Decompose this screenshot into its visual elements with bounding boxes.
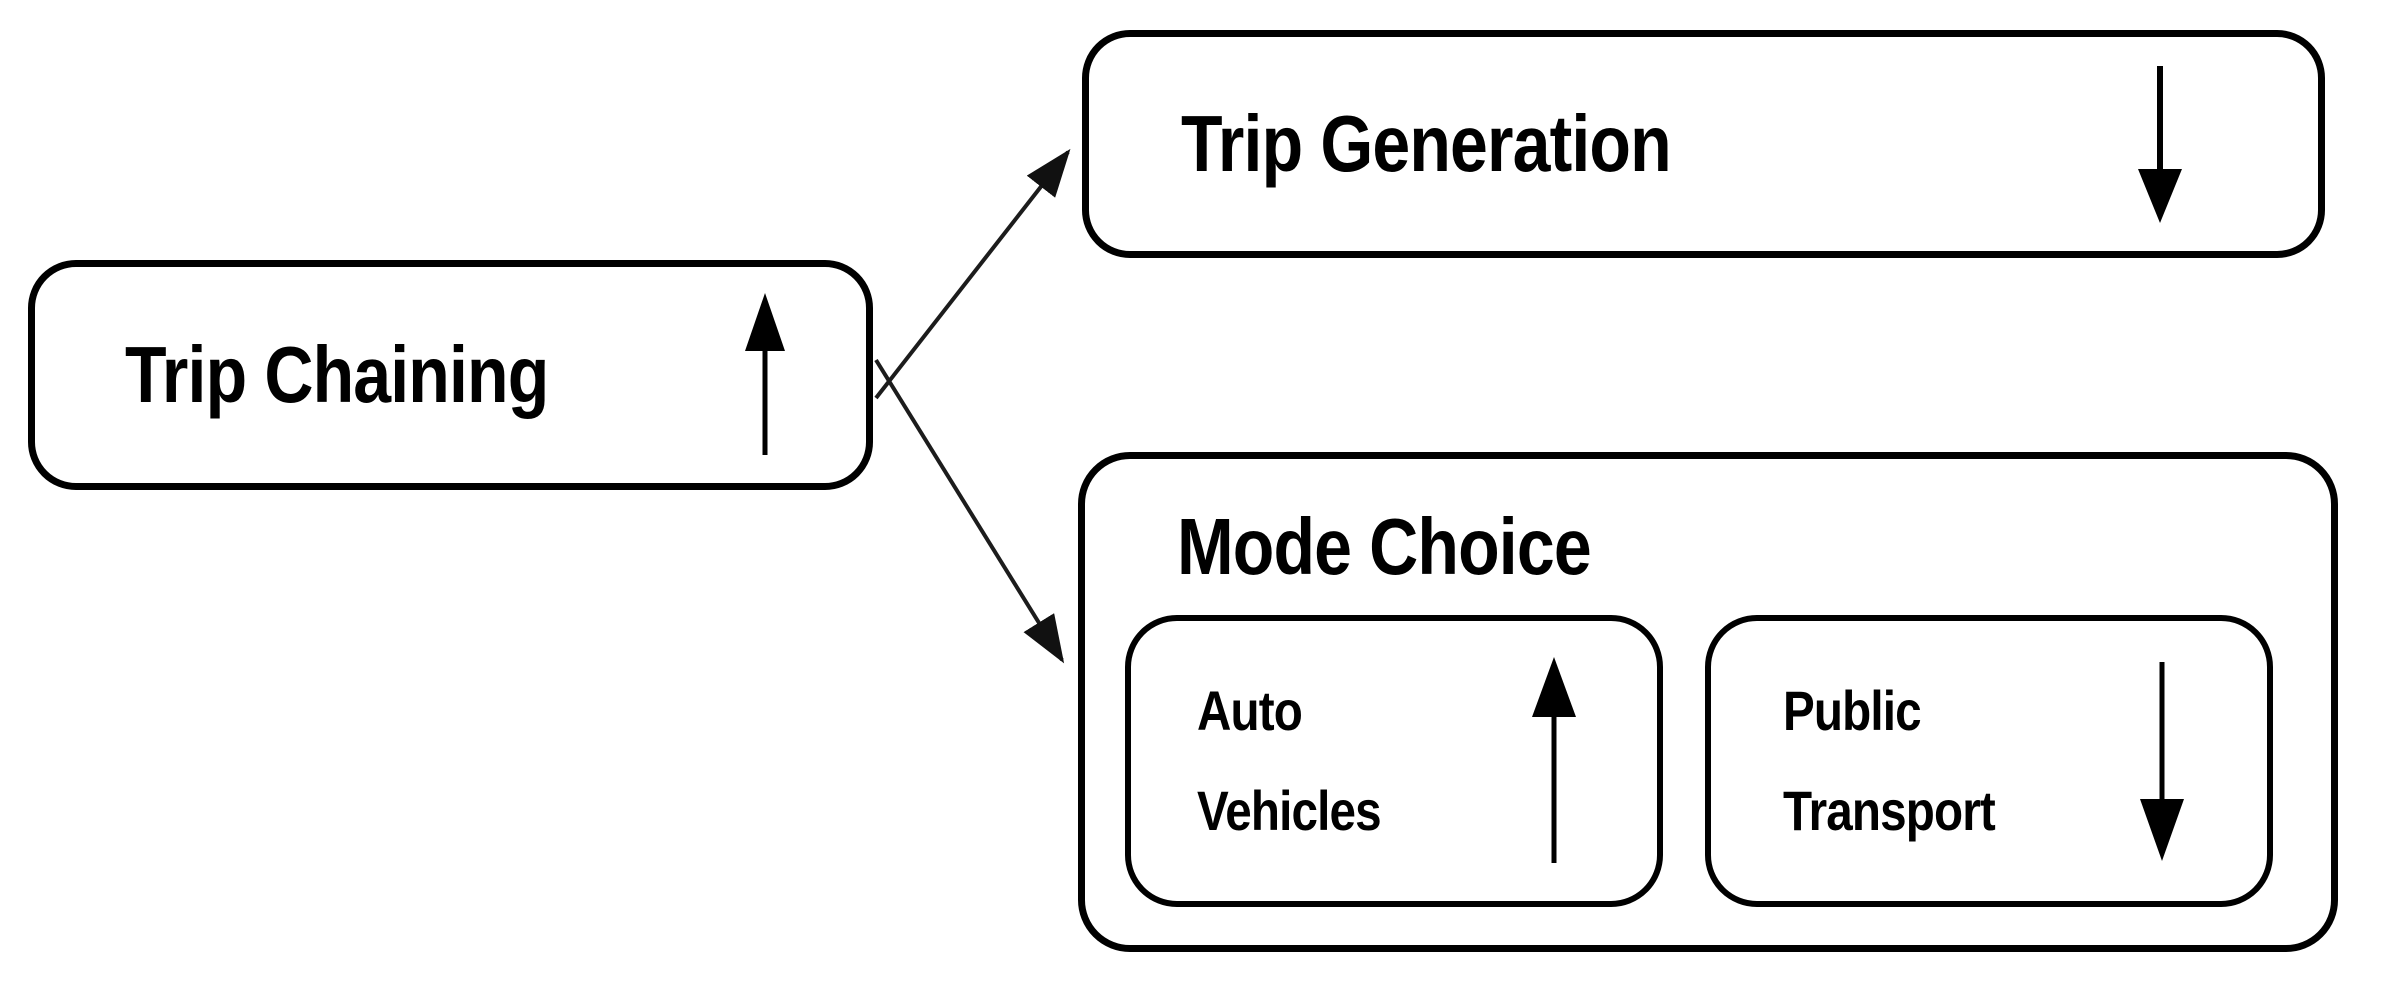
arrow-down-icon (2137, 659, 2187, 864)
node-auto-vehicles: Auto Vehicles (1125, 615, 1663, 907)
mode-choice-label: Mode Choice (1177, 502, 1592, 591)
node-public-transport: Public Transport (1705, 615, 2273, 907)
trip-chaining-label: Trip Chaining (125, 330, 549, 419)
node-mode-choice: Mode Choice Auto Vehicles Public Transpo… (1078, 452, 2338, 952)
node-trip-generation: Trip Generation (1082, 30, 2325, 258)
node-trip-chaining: Trip Chaining (28, 260, 873, 490)
arrow-up-icon (742, 291, 788, 459)
trip-generation-label: Trip Generation (1181, 99, 1672, 188)
connector-trip-chaining-to-trip-generation (874, 148, 1071, 400)
auto-vehicles-label: Auto Vehicles (1197, 679, 1382, 842)
arrow-up-icon (1529, 655, 1579, 867)
arrow-down-icon (2134, 63, 2186, 225)
public-transport-label: Public Transport (1783, 679, 1996, 842)
connector-trip-chaining-to-mode-choice (874, 358, 1065, 664)
